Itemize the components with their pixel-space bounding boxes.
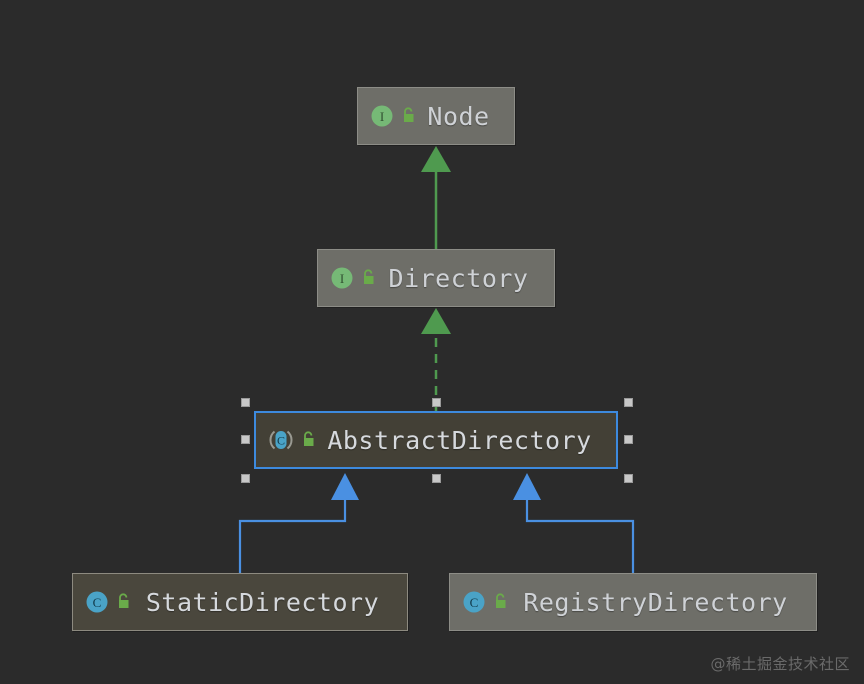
selection-handle-ne[interactable]: [624, 398, 633, 407]
node-icon-group: I: [358, 104, 417, 128]
unlock-public-icon: [114, 592, 132, 612]
selection-handle-se[interactable]: [624, 474, 633, 483]
uml-node-registry-directory[interactable]: C RegistryDirectory: [449, 573, 817, 631]
uml-node-static-directory[interactable]: C StaticDirectory: [72, 573, 408, 631]
uml-node-title: AbstractDirectory: [327, 425, 592, 455]
unlock-public-icon: [299, 430, 317, 450]
svg-text:I: I: [340, 271, 344, 286]
node-icon-group: I: [318, 266, 377, 290]
edge-registrydirectory-extends-abstractdirectory: [513, 473, 635, 573]
uml-node-title: Node: [427, 101, 490, 131]
watermark: @稀土掘金技术社区: [710, 655, 850, 673]
uml-node-abstract-directory[interactable]: C AbstractDirectory: [254, 411, 618, 469]
svg-text:I: I: [380, 109, 384, 124]
edge-abstractdirectory-implements-directory: [421, 308, 451, 411]
class-icon: C: [462, 590, 486, 614]
selection-handle-sw[interactable]: [241, 474, 250, 483]
uml-node-title: Directory: [388, 263, 529, 293]
svg-text:C: C: [93, 595, 102, 610]
selection-handle-e[interactable]: [624, 435, 633, 444]
node-icon-group: C: [256, 428, 317, 452]
uml-node-title: StaticDirectory: [145, 587, 380, 617]
selection-handle-s[interactable]: [432, 474, 441, 483]
unlock-public-icon: [491, 592, 509, 612]
interface-icon: I: [330, 266, 354, 290]
interface-icon: I: [370, 104, 394, 128]
node-icon-group: C: [450, 590, 509, 614]
unlock-public-icon: [399, 106, 417, 126]
edge-directory-extends-node: [421, 146, 451, 249]
abstract-class-icon: C: [268, 428, 294, 452]
selection-handle-n[interactable]: [432, 398, 441, 407]
uml-node-title: RegistryDirectory: [523, 587, 788, 617]
node-icon-group: C: [73, 590, 132, 614]
selection-handle-w[interactable]: [241, 435, 250, 444]
svg-text:C: C: [470, 595, 479, 610]
uml-node-directory[interactable]: I Directory: [317, 249, 555, 307]
edge-staticdirectory-extends-abstractdirectory: [238, 473, 359, 573]
class-icon: C: [85, 590, 109, 614]
uml-node-node[interactable]: I Node: [357, 87, 515, 145]
selection-handle-nw[interactable]: [241, 398, 250, 407]
unlock-public-icon: [359, 268, 377, 288]
svg-text:C: C: [277, 434, 285, 448]
